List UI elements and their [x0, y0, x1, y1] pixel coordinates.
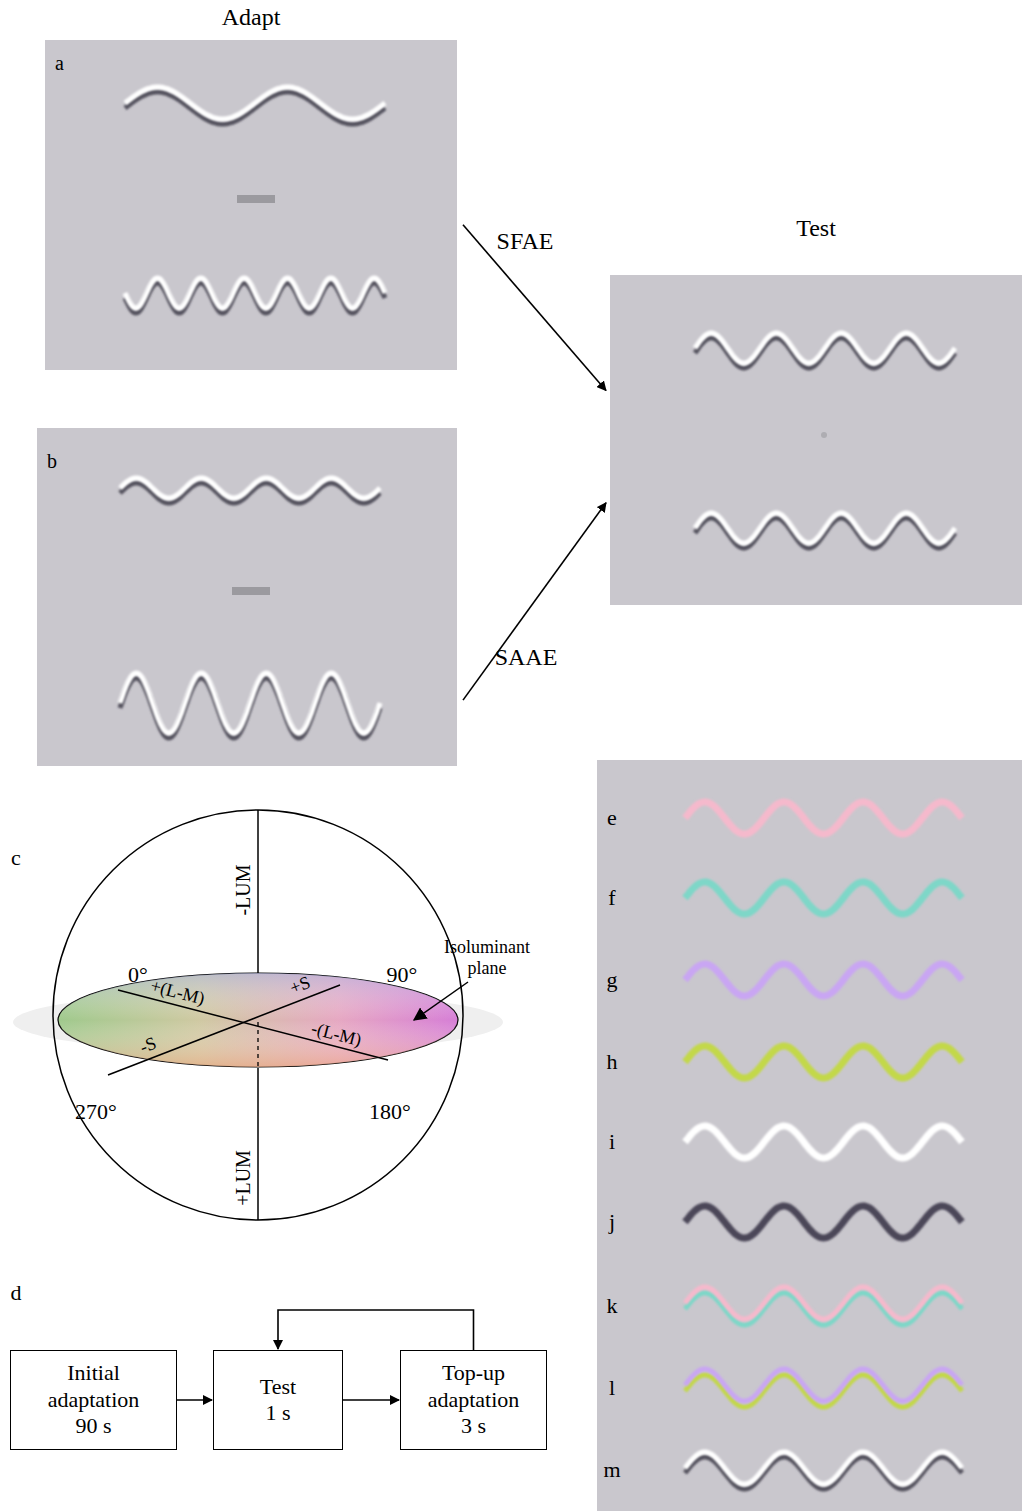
connector-arrow [278, 1310, 474, 1350]
panel-heading: Adapt [45, 4, 457, 31]
panel-letter: j [609, 1211, 615, 1233]
box-text: 90 s [75, 1413, 111, 1439]
wave-line [685, 1126, 962, 1158]
box-text: 3 s [461, 1413, 486, 1439]
panel-letter: f [608, 887, 615, 909]
luminance-axis [257, 810, 259, 973]
edge-label: SAAE [495, 645, 558, 669]
wave-line [695, 333, 955, 363]
stimulus-panel [597, 760, 1022, 1511]
isoluminant-plane [58, 973, 458, 1067]
panel-letter: k [607, 1295, 618, 1317]
panel-letter: h [607, 1051, 618, 1073]
process-box: Initial adaptation90 s [10, 1350, 177, 1450]
wave-line [685, 1287, 962, 1319]
box-text: Test [260, 1374, 296, 1400]
panel-letter: d [11, 1282, 22, 1304]
connector-arrow [463, 225, 606, 391]
panel-letter: e [607, 807, 617, 829]
axis-label: 270° [75, 1101, 117, 1123]
axis-label: Isoluminant plane [428, 937, 546, 978]
s-axis [108, 985, 340, 1075]
panel-letter: b [47, 450, 57, 473]
panel-heading: Test [610, 215, 1022, 242]
wave-line [685, 882, 962, 914]
fixation-dot [821, 432, 827, 438]
adapt-panel [37, 428, 457, 766]
fixation-bar [237, 195, 275, 203]
panel-letter: m [603, 1459, 620, 1481]
wave-line [685, 1046, 962, 1078]
box-text: Top-up adaptation [409, 1360, 538, 1413]
wave-line [685, 1369, 962, 1401]
wave-line [120, 478, 380, 498]
panel-letter: i [609, 1131, 615, 1153]
leader-arrow [414, 982, 468, 1020]
box-text: Initial adaptation [19, 1360, 168, 1413]
edge-label: SFAE [497, 229, 554, 253]
box-text: 1 s [265, 1400, 290, 1426]
axis-label: 180° [369, 1101, 411, 1123]
connector-arrow [463, 503, 606, 700]
test-panel [610, 275, 1022, 605]
wave-line [685, 964, 962, 996]
panel-letter: g [607, 969, 618, 991]
connector-arrow [177, 1399, 212, 1401]
axis-label: +LUM [233, 1150, 253, 1206]
axis-label: 0° [128, 964, 148, 986]
wave-line [120, 673, 380, 733]
wave-line [125, 87, 385, 119]
colour-sphere [53, 810, 463, 1220]
panel-letter: l [609, 1377, 615, 1399]
panel-letter: a [55, 52, 64, 75]
wave-line [685, 1206, 962, 1238]
wave-line [125, 278, 385, 308]
wave-line [685, 1452, 962, 1484]
luminance-axis [257, 1022, 258, 1066]
isoluminant-plane-shade [58, 973, 458, 1067]
axis-label: -LUM [233, 864, 253, 915]
fixation-bar [232, 587, 270, 595]
adapt-panel [45, 40, 457, 370]
stimulus-panel: Test [610, 275, 1022, 605]
connector-arrow [343, 1399, 399, 1401]
axis-label: 90° [387, 964, 418, 986]
process-box: Top-up adaptation3 s [400, 1350, 547, 1450]
stimulus-panel: Adapta [45, 40, 457, 370]
wave-stimuli [120, 87, 962, 1489]
lm-axis [118, 990, 388, 1060]
panel-letter: c [11, 847, 21, 869]
stimulus-panel: b [37, 428, 457, 766]
wave-line [695, 513, 955, 543]
wave-line [685, 802, 962, 834]
process-box: Test1 s [213, 1350, 343, 1450]
luminance-axis [257, 1068, 259, 1220]
